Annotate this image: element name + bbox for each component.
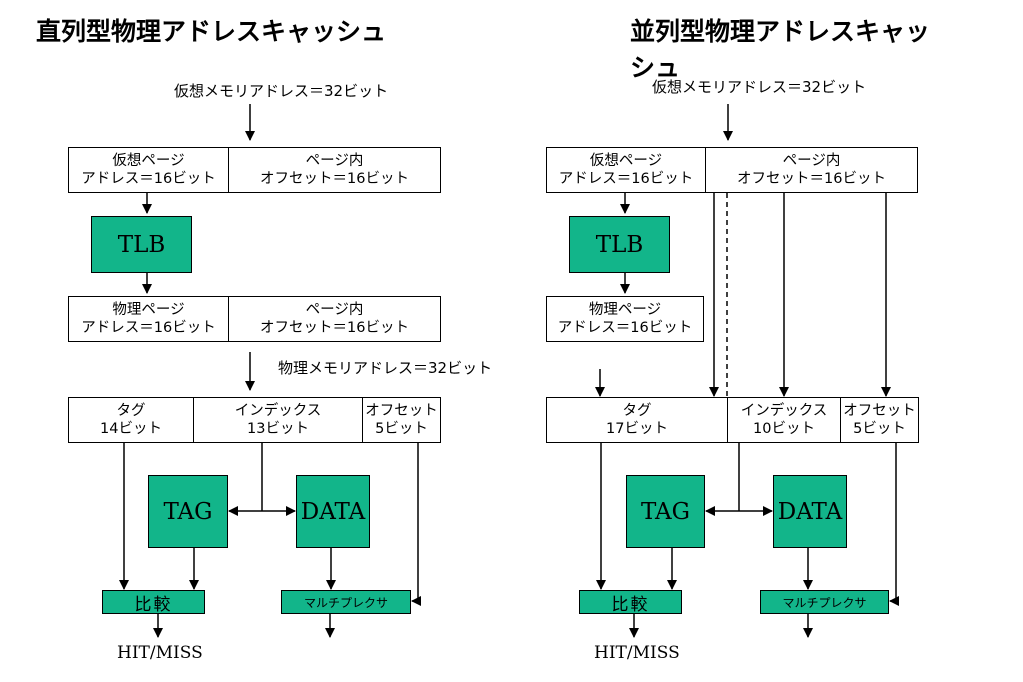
right-cache-tag-line2: 17ビット <box>606 421 668 437</box>
left-cache-tag-field: タグ 14ビット <box>68 397 194 443</box>
right-title-line2: シュ <box>630 53 681 82</box>
left-cache-offset-line1: オフセット <box>365 402 438 419</box>
right-physical-page-line2: アドレス＝16ビット <box>557 320 693 336</box>
right-comparator-label: 比較 <box>611 594 650 614</box>
left-virtual-page-line1: 仮想ページ <box>112 152 185 169</box>
right-page-offset-line2: オフセット＝16ビット <box>737 171 886 187</box>
left-tlb-block: TLB <box>91 216 192 273</box>
left-physical-offset-field: ページ内 オフセット＝16ビット <box>228 296 441 342</box>
right-cache-index-field: インデックス 10ビット <box>727 397 841 443</box>
left-cache-offset-field: オフセット 5ビット <box>362 397 441 443</box>
right-page-offset-line1: ページ内 <box>782 152 841 169</box>
right-cache-tag-line1: タグ <box>622 402 652 419</box>
left-page-offset-line2: オフセット＝16ビット <box>260 171 409 187</box>
left-virtual-page-field: 仮想ページ アドレス＝16ビット <box>68 147 229 193</box>
left-physical-page-line1: 物理ページ <box>112 301 185 318</box>
right-cache-offset-line1: オフセット <box>843 402 916 419</box>
left-tag-array-block: TAG <box>148 475 228 548</box>
left-data-array-label: DATA <box>300 498 366 525</box>
left-page-offset-field: ページ内 オフセット＝16ビット <box>228 147 441 193</box>
right-physical-page-line1: 物理ページ <box>588 301 662 318</box>
right-cache-index-line2: 10ビット <box>753 421 815 437</box>
left-cache-index-field: インデックス 13ビット <box>193 397 363 443</box>
left-comparator-label: 比較 <box>134 594 173 614</box>
right-tag-array-block: TAG <box>626 475 705 548</box>
left-physical-page-field: 物理ページ アドレス＝16ビット <box>68 296 229 342</box>
right-data-array-label: DATA <box>777 498 843 525</box>
right-virtual-address-label: 仮想メモリアドレス＝32ビット <box>652 78 867 96</box>
right-physical-page-field: 物理ページ アドレス＝16ビット <box>546 296 704 342</box>
left-cache-offset-line2: 5ビット <box>375 421 428 437</box>
right-tag-array-label: TAG <box>640 498 691 525</box>
right-hit-miss-label: HIT/MISS <box>594 643 680 663</box>
left-physical-page-line2: アドレス＝16ビット <box>81 320 216 336</box>
right-virtual-page-line1: 仮想ページ <box>589 152 663 169</box>
right-tlb-block: TLB <box>569 216 670 273</box>
left-cache-tag-line2: 14ビット <box>100 421 162 437</box>
right-page-offset-field: ページ内 オフセット＝16ビット <box>705 147 918 193</box>
left-cache-index-line1: インデックス <box>234 402 322 419</box>
right-virtual-page-line2: アドレス＝16ビット <box>558 171 694 187</box>
right-multiplexer-block: マルチプレクサ <box>760 590 889 614</box>
left-multiplexer-block: マルチプレクサ <box>281 590 411 614</box>
left-tlb-label: TLB <box>117 231 166 258</box>
left-virtual-address-label: 仮想メモリアドレス＝32ビット <box>174 82 389 100</box>
left-comparator-block: 比較 <box>102 590 205 614</box>
left-physical-offset-line1: ページ内 <box>305 301 364 318</box>
left-title: 直列型物理アドレスキャッシュ <box>36 17 387 46</box>
left-tag-array-label: TAG <box>163 498 213 525</box>
right-title-line1: 並列型物理アドレスキャッ <box>630 17 931 46</box>
right-data-array-block: DATA <box>773 475 847 548</box>
right-virtual-page-field: 仮想ページ アドレス＝16ビット <box>546 147 706 193</box>
left-multiplexer-label: マルチプレクサ <box>303 595 388 610</box>
right-cache-offset-field: オフセット 5ビット <box>840 397 919 443</box>
right-cache-tag-field: タグ 17ビット <box>546 397 728 443</box>
left-page-offset-line1: ページ内 <box>305 152 364 169</box>
left-virtual-page-line2: アドレス＝16ビット <box>81 171 216 187</box>
left-physical-address-label: 物理メモリアドレス＝32ビット <box>278 359 493 377</box>
left-hit-miss-label: HIT/MISS <box>117 643 203 663</box>
right-comparator-block: 比較 <box>579 590 682 614</box>
left-cache-tag-line1: タグ <box>116 402 146 419</box>
right-tlb-label: TLB <box>595 231 644 258</box>
left-physical-offset-line2: オフセット＝16ビット <box>260 320 409 336</box>
left-data-array-block: DATA <box>296 475 370 548</box>
right-cache-offset-line2: 5ビット <box>853 421 906 437</box>
left-cache-index-line2: 13ビット <box>247 421 309 437</box>
right-cache-index-line1: インデックス <box>740 402 828 419</box>
right-multiplexer-label: マルチプレクサ <box>782 595 867 610</box>
